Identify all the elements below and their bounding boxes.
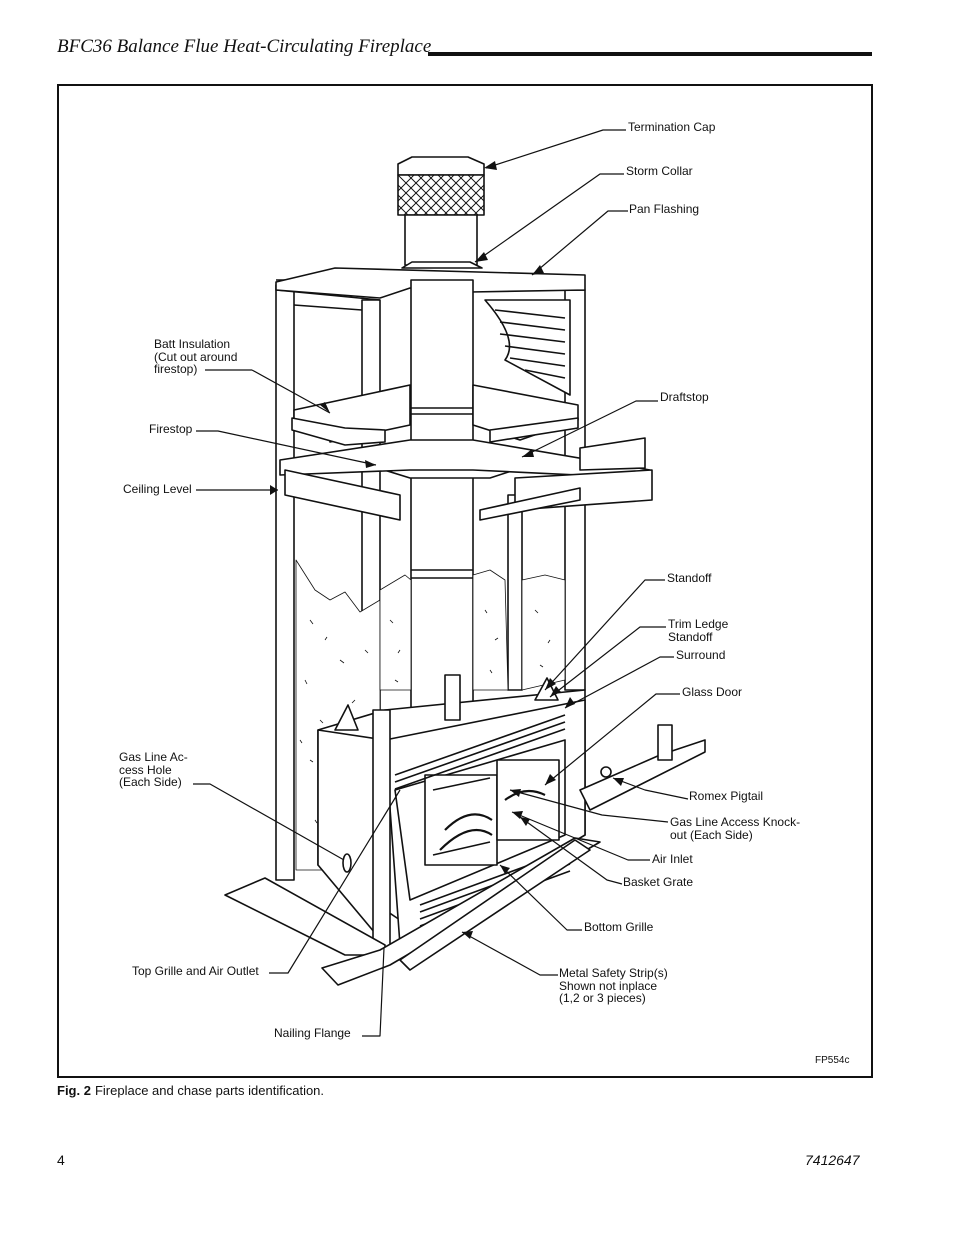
label-termination-cap: Termination Cap xyxy=(628,120,716,134)
termination-cap-shape xyxy=(397,156,485,269)
label-top-grille: Top Grille and Air Outlet xyxy=(132,964,259,978)
label-gas-line-knockout: Gas Line Access Knock- out (Each Side) xyxy=(670,815,801,842)
label-basket-grate: Basket Grate xyxy=(623,875,694,889)
label-glass-door: Glass Door xyxy=(682,685,743,699)
label-air-inlet: Air Inlet xyxy=(652,852,693,866)
caption-label: Fig. 2 xyxy=(57,1083,91,1098)
label-romex-pigtail: Romex Pigtail xyxy=(689,789,764,803)
floor-plates xyxy=(224,724,706,986)
label-trim-ledge-standoff: Trim Ledge Standoff xyxy=(668,617,729,644)
label-pan-flashing: Pan Flashing xyxy=(629,202,700,216)
label-gas-line-access-hole: Gas Line Ac- cess Hole (Each Side) xyxy=(119,750,188,789)
label-batt-insulation: Batt Insulation (Cut out around firestop… xyxy=(154,337,238,376)
fireplace-unit xyxy=(317,674,586,951)
figure-code: FP554c xyxy=(815,1055,850,1066)
arrow-heads xyxy=(270,161,624,939)
label-standoff: Standoff xyxy=(667,571,712,585)
caption-text: Fireplace and chase parts identification… xyxy=(94,1083,325,1098)
figure-frame xyxy=(57,84,873,1078)
label-nailing-flange: Nailing Flange xyxy=(274,1026,351,1040)
label-draftstop: Draftstop xyxy=(660,390,709,404)
label-bottom-grille: Bottom Grille xyxy=(584,920,654,934)
label-storm-collar: Storm Collar xyxy=(626,164,693,178)
page-title: BFC36 Balance Flue Heat-Circulating Fire… xyxy=(57,36,432,57)
document-number: 7412647 xyxy=(805,1152,860,1168)
header-rule xyxy=(428,52,872,56)
flue-pipe xyxy=(410,279,474,711)
label-surround: Surround xyxy=(676,648,726,662)
label-firestop: Firestop xyxy=(149,422,193,436)
label-ceiling-level: Ceiling Level xyxy=(123,482,192,496)
leader-lines xyxy=(193,129,689,1037)
siding xyxy=(484,299,571,396)
label-metal-safety-strip: Metal Safety Strip(s) Shown not inplace … xyxy=(559,966,668,1005)
page-number: 4 xyxy=(57,1152,65,1168)
ceiling-framing xyxy=(279,384,653,521)
